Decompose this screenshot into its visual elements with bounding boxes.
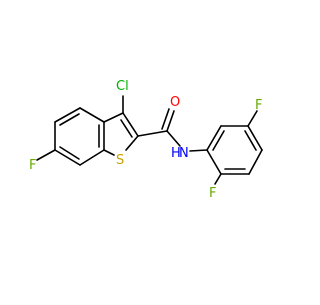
molecule-canvas: Cl O S N H F F F <box>29 79 263 201</box>
bond-n-c1prime <box>189 149 208 152</box>
bond-c4-c5prime-inner <box>244 130 257 151</box>
fluorine-bottom-label: F <box>209 186 216 201</box>
fluorine-ring-label: F <box>29 158 36 173</box>
bond-c6-c7-inner <box>59 146 80 160</box>
bond-c6-c1prime-inner <box>212 130 225 151</box>
bond-c3a-c3 <box>103 112 124 123</box>
hydrogen-label: H <box>171 146 181 161</box>
bond-c2-carbonyl <box>137 130 168 137</box>
bond-c3-c2-inner <box>120 119 133 138</box>
bond-carbonyl-n <box>166 130 181 147</box>
bond-c3-c2 <box>122 112 139 137</box>
bond-c1-c2prime <box>206 149 222 175</box>
structure-diagram: Cl O S N H F F F <box>29 79 263 201</box>
bond-c6-f <box>36 149 56 161</box>
atom-labels: Cl O S N H F F F <box>29 79 262 201</box>
bond-c4-c5prime <box>247 125 263 151</box>
chlorine-label: Cl <box>116 79 129 94</box>
oxygen-label: O <box>170 95 180 110</box>
bond-c7-c7a <box>79 149 105 166</box>
bond-s-c7a <box>103 149 115 156</box>
fluorine-top-label: F <box>255 98 262 113</box>
bond-c6-c1prime <box>206 125 222 151</box>
sulfur-label: S <box>116 153 124 168</box>
bond-c4-c5-inner <box>59 113 80 126</box>
bond-c4-c5 <box>54 107 81 123</box>
bonds <box>36 95 263 185</box>
bond-c2prime-f <box>214 173 222 185</box>
nitrogen-label: N <box>179 146 189 161</box>
bond-c3-c4prime <box>248 149 263 175</box>
bond-c6-c7 <box>54 149 81 166</box>
bond-c5prime-f <box>247 110 258 127</box>
bond-co-1 <box>166 110 175 132</box>
bond-co-2 <box>161 108 170 130</box>
bond-c3a-c4 <box>79 107 105 123</box>
bond-c2-s <box>125 135 139 151</box>
